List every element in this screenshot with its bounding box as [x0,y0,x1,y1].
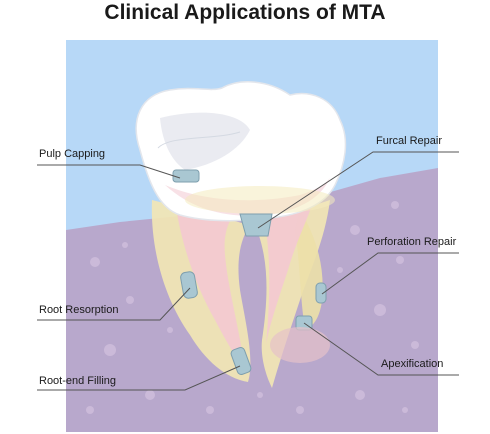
label-root-end-filling: Root-end Filling [39,375,116,387]
label-apexification: Apexification [381,358,443,370]
bone-texture [86,201,419,414]
mta-pulp-capping [172,169,200,183]
mta-root-resorption [180,271,198,299]
mta-deposits [172,169,327,375]
leader-lines [37,151,459,391]
label-furcal-repair: Furcal Repair [376,135,442,147]
label-perforation-repair: Perforation Repair [367,236,457,248]
mta-perforation-repair [315,282,327,304]
tooth-crown [135,81,347,222]
mta-furcal-repair [239,213,273,237]
label-pulp-capping: Pulp Capping [39,148,105,160]
page-title: Clinical Applications of MTA [104,1,386,24]
pulp-canals [175,200,312,372]
apical-lesion [270,327,330,363]
label-root-resorption: Root Resorption [39,304,119,316]
